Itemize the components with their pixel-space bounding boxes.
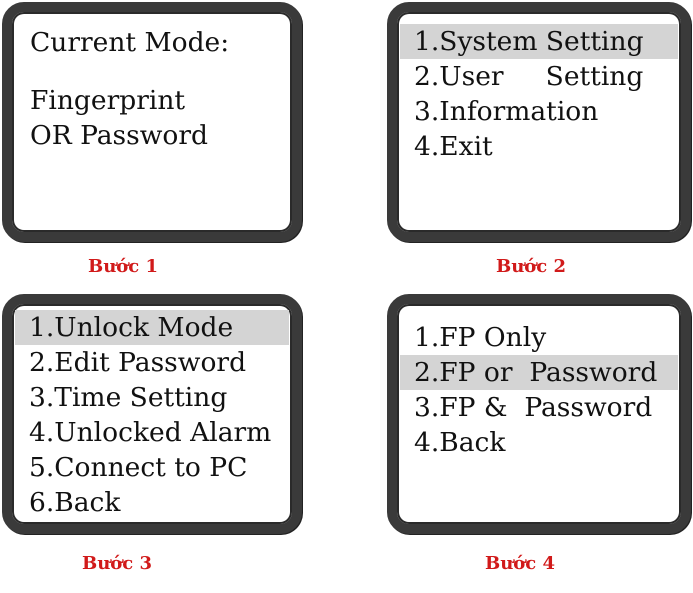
menu-item-back[interactable]: 6.Back	[15, 485, 289, 520]
menu-item-label: 4.Unlocked Alarm	[29, 417, 272, 448]
step-3-label: Bước 3	[82, 553, 153, 574]
lcd-screen-system-setting: 1.Unlock Mode 2.Edit Password 3.Time Set…	[2, 294, 302, 534]
menu-item-label: 5.Connect to PC	[29, 452, 248, 483]
menu-item-label: 1.FP Only	[414, 322, 547, 353]
current-mode-title: Current Mode:	[30, 27, 230, 58]
menu-item-user-setting[interactable]: 2.User Setting	[400, 59, 678, 94]
menu-item-system-setting[interactable]: 1.System Setting	[400, 24, 678, 59]
menu-item-fp-or-password[interactable]: 2.FP or Password	[400, 355, 678, 390]
menu-item-exit[interactable]: 4.Exit	[400, 129, 678, 164]
step-4-label: Bước 4	[485, 553, 556, 574]
current-mode-value-line-2: OR Password	[30, 120, 209, 151]
menu-item-time-setting[interactable]: 3.Time Setting	[15, 380, 289, 415]
menu-item-connect-to-pc[interactable]: 5.Connect to PC	[15, 450, 289, 485]
menu-item-edit-password[interactable]: 2.Edit Password	[15, 345, 289, 380]
menu-item-fp-and-password[interactable]: 3.FP & Password	[400, 390, 678, 425]
menu-item-label: 1.Unlock Mode	[29, 312, 234, 343]
menu-item-label: 2.FP or Password	[414, 357, 658, 388]
lcd-screen-current-mode: Current Mode: Fingerprint OR Password	[2, 2, 302, 242]
menu-item-information[interactable]: 3.Information	[400, 94, 678, 129]
menu-item-label: 3.Information	[414, 96, 599, 127]
menu-item-label: 1.System Setting	[414, 26, 644, 57]
step-2-label: Bước 2	[496, 256, 567, 277]
menu-item-fp-only[interactable]: 1.FP Only	[400, 320, 678, 355]
menu-item-label: 4.Exit	[414, 131, 493, 162]
menu-item-label: 3.FP & Password	[414, 392, 653, 423]
lcd-screen-main-menu: 1.System Setting 2.User Setting 3.Inform…	[387, 2, 691, 242]
step-1-label: Bước 1	[88, 256, 159, 277]
menu-item-label: 3.Time Setting	[29, 382, 228, 413]
menu-item-back[interactable]: 4.Back	[400, 425, 678, 460]
menu-item-unlock-mode[interactable]: 1.Unlock Mode	[15, 310, 289, 345]
menu-item-label: 6.Back	[29, 487, 121, 518]
menu-item-label: 2.User Setting	[414, 61, 644, 92]
menu-item-label: 2.Edit Password	[29, 347, 247, 378]
current-mode-value-line-1: Fingerprint	[30, 85, 186, 116]
menu-item-label: 4.Back	[414, 427, 506, 458]
lcd-screen-unlock-mode: 1.FP Only 2.FP or Password 3.FP & Passwo…	[387, 294, 691, 534]
menu-item-unlocked-alarm[interactable]: 4.Unlocked Alarm	[15, 415, 289, 450]
